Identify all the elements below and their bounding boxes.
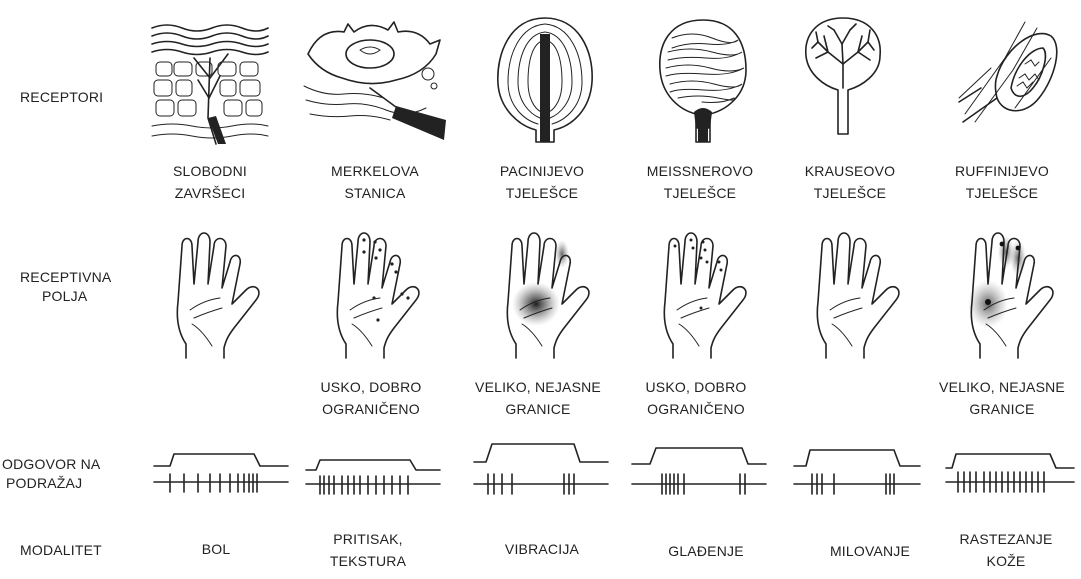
modality-3: VIBRACIJA [472, 538, 612, 560]
field-desc-4-line1: USKO, DOBRO [645, 379, 747, 395]
field-desc-2: USKO, DOBRO OGRANIČENO [301, 376, 441, 420]
modality-4: GLAĐENJE [636, 540, 776, 562]
receptor-name-2-line2: STANICA [344, 185, 406, 201]
modality-2-line1: PRITISAK, [333, 531, 403, 547]
modality-5: MILOVANJE [800, 540, 940, 562]
row-label-modality: MODALITET [20, 541, 102, 560]
krause-corpuscle-icon [798, 14, 888, 144]
field-desc-6-line2: GRANICE [969, 401, 1035, 417]
row-label-response-line2: PODRAŽAJ [6, 475, 83, 491]
modality-1-line1: BOL [201, 541, 231, 557]
response-trace-5 [790, 440, 930, 500]
modality-6: RASTEZANJE KOŽE [936, 528, 1076, 572]
merkel-cell-icon [300, 14, 450, 146]
receptor-name-1-line2: ZAVRŠECI [174, 185, 246, 201]
field-desc-6-line1: VELIKO, NEJASNE [939, 379, 1065, 395]
receptor-name-4-line1: MEISSNEROVO [646, 163, 754, 179]
response-trace-3 [470, 440, 610, 500]
receptor-name-6-line1: RUFFINIJEVO [955, 163, 1049, 179]
row-label-fields-line2: POLJA [42, 288, 88, 304]
field-desc-4: USKO, DOBRO OGRANIČENO [626, 376, 766, 420]
receptor-name-5-line2: TJELEŠCE [813, 185, 887, 201]
receptive-field-hand-6 [962, 228, 1062, 362]
row-label-receptors-text: RECEPTORI [20, 89, 104, 105]
receptor-name-1-line1: SLOBODNI [173, 163, 247, 179]
modality-3-line1: VIBRACIJA [504, 541, 580, 557]
modality-2-line2: TEKSTURA [329, 553, 407, 569]
modality-4-line1: GLAĐENJE [668, 543, 744, 559]
modality-6-line2: KOŽE [986, 553, 1026, 569]
field-desc-3-line1: VELIKO, NEJASNE [475, 379, 601, 395]
receptor-name-5-line1: KRAUSEOVO [804, 163, 896, 179]
row-label-fields-line1: RECEPTIVNA [20, 269, 112, 285]
receptive-field-hand-5 [808, 228, 908, 362]
ruffini-corpuscle-icon [955, 18, 1065, 138]
receptor-name-4: MEISSNEROVO TJELEŠCE [630, 160, 770, 204]
response-trace-2 [302, 448, 442, 498]
receptor-name-2: MERKELOVA STANICA [305, 160, 445, 204]
field-desc-3-line2: GRANICE [505, 401, 571, 417]
row-label-receptive-fields: RECEPTIVNA POLJA [20, 268, 111, 306]
field-desc-6: VELIKO, NEJASNE GRANICE [932, 376, 1072, 420]
response-trace-6 [942, 440, 1078, 500]
field-desc-2-line1: USKO, DOBRO [320, 379, 422, 395]
receptive-field-hand-2 [328, 228, 428, 362]
receptor-name-1: SLOBODNI ZAVRŠECI [140, 160, 280, 204]
receptor-name-2-line1: MERKELOVA [331, 163, 419, 179]
modality-2: PRITISAK, TEKSTURA [298, 528, 438, 572]
receptor-name-5: KRAUSEOVO TJELEŠCE [780, 160, 920, 204]
receptor-name-6: RUFFINIJEVO TJELEŠCE [932, 160, 1072, 204]
pacinian-corpuscle-icon [490, 14, 600, 144]
modality-5-line1: MILOVANJE [829, 543, 911, 559]
row-label-modality-text: MODALITET [20, 542, 102, 558]
meissner-corpuscle-icon [648, 14, 758, 144]
receptor-name-4-line2: TJELEŠCE [663, 185, 737, 201]
receptor-name-3: PACINIJEVO TJELEŠCE [472, 160, 612, 204]
receptor-name-6-line2: TJELEŠCE [965, 185, 1039, 201]
modality-6-line1: RASTEZANJE [959, 531, 1053, 547]
receptive-field-hand-1 [168, 228, 268, 362]
receptor-name-3-line2: TJELEŠCE [505, 185, 579, 201]
row-label-receptors: RECEPTORI [20, 88, 103, 107]
field-desc-4-line2: OGRANIČENO [647, 401, 745, 417]
response-trace-1 [150, 448, 290, 498]
row-label-response-line1: ODGOVOR NA [2, 456, 101, 472]
receptive-field-hand-3 [498, 228, 598, 362]
receptive-field-hand-4 [655, 228, 755, 362]
field-desc-2-line2: OGRANIČENO [322, 401, 420, 417]
row-label-response: ODGOVOR NA PODRAŽAJ [2, 455, 100, 493]
receptor-name-3-line1: PACINIJEVO [499, 163, 585, 179]
response-trace-4 [628, 440, 768, 500]
field-desc-3: VELIKO, NEJASNE GRANICE [468, 376, 608, 420]
free-nerve-endings-icon [150, 18, 270, 148]
modality-1: BOL [146, 538, 286, 560]
